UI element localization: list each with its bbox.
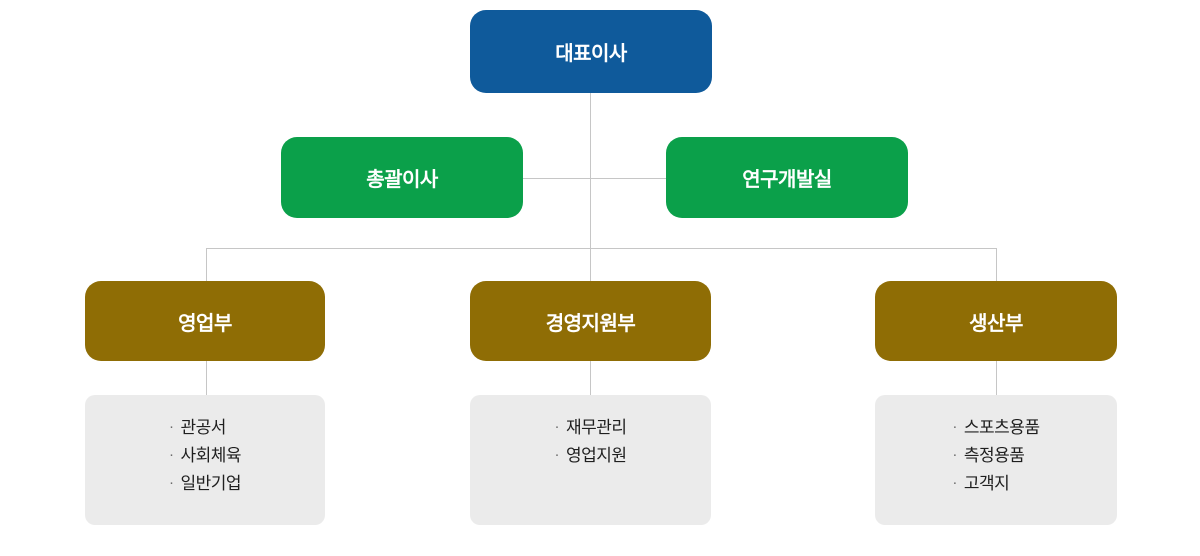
list-item-label: 측정용품	[963, 446, 1025, 465]
sales-dept-detail-list: · 관공서 · 사회체육 · 일반기업	[85, 395, 325, 525]
bullet-icon: ·	[952, 474, 957, 491]
node-mgmt-support-dept-label: 경영지원부	[545, 312, 636, 335]
connector-drop-sales	[206, 248, 207, 281]
list-item: · 고객지	[952, 469, 1039, 497]
bullet-icon: ·	[554, 418, 559, 435]
node-production-dept: 생산부	[875, 281, 1117, 361]
list-item-label: 일반기업	[180, 474, 242, 493]
node-managing-director-label: 총괄이사	[366, 169, 438, 191]
connector-production-list	[996, 361, 997, 395]
list-item-label: 관공서	[180, 418, 226, 437]
list-item: · 일반기업	[168, 469, 242, 497]
list-item-label: 재무관리	[565, 418, 627, 437]
node-managing-director: 총괄이사	[281, 137, 523, 218]
connector-root-vertical	[590, 93, 591, 281]
bullet-icon: ·	[168, 474, 174, 491]
node-production-dept-label: 생산부	[969, 312, 1023, 335]
connector-drop-production	[996, 248, 997, 281]
connector-level2-bridge	[523, 178, 666, 179]
node-sales-dept: 영업부	[85, 281, 325, 361]
bullet-icon: ·	[168, 446, 174, 463]
detail-list: · 재무관리 · 영업지원	[554, 413, 627, 525]
list-item: · 재무관리	[554, 413, 627, 441]
node-mgmt-support-dept: 경영지원부	[470, 281, 711, 361]
list-item: · 측정용품	[952, 441, 1039, 469]
mgmt-support-dept-detail-list: · 재무관리 · 영업지원	[470, 395, 711, 525]
node-ceo-label: 대표이사	[555, 43, 627, 65]
detail-list: · 스포츠용품 · 측정용품 · 고객지	[952, 413, 1040, 525]
bullet-icon: ·	[952, 446, 957, 463]
node-sales-dept-label: 영업부	[178, 312, 232, 335]
list-item: · 스포츠용품	[952, 413, 1040, 441]
node-rnd-lab-label: 연구개발실	[742, 169, 832, 191]
bullet-icon: ·	[952, 418, 957, 435]
production-dept-detail-list: · 스포츠용품 · 측정용품 · 고객지	[875, 395, 1117, 525]
detail-list: · 관공서 · 사회체육 · 일반기업	[168, 413, 242, 525]
bullet-icon: ·	[168, 418, 174, 435]
node-ceo: 대표이사	[470, 10, 712, 93]
connector-sales-list	[206, 361, 207, 395]
node-rnd-lab: 연구개발실	[666, 137, 908, 218]
list-item: · 영업지원	[554, 441, 627, 469]
list-item: · 사회체육	[168, 441, 242, 469]
list-item-label: 사회체육	[180, 446, 242, 465]
list-item: · 관공서	[169, 413, 241, 441]
list-item-label: 고객지	[963, 474, 1010, 493]
list-item-label: 영업지원	[565, 446, 627, 465]
bullet-icon: ·	[554, 446, 559, 463]
connector-mgmt-support-list	[590, 361, 591, 395]
connector-departments-span	[206, 248, 996, 249]
list-item-label: 스포츠용품	[963, 418, 1040, 437]
